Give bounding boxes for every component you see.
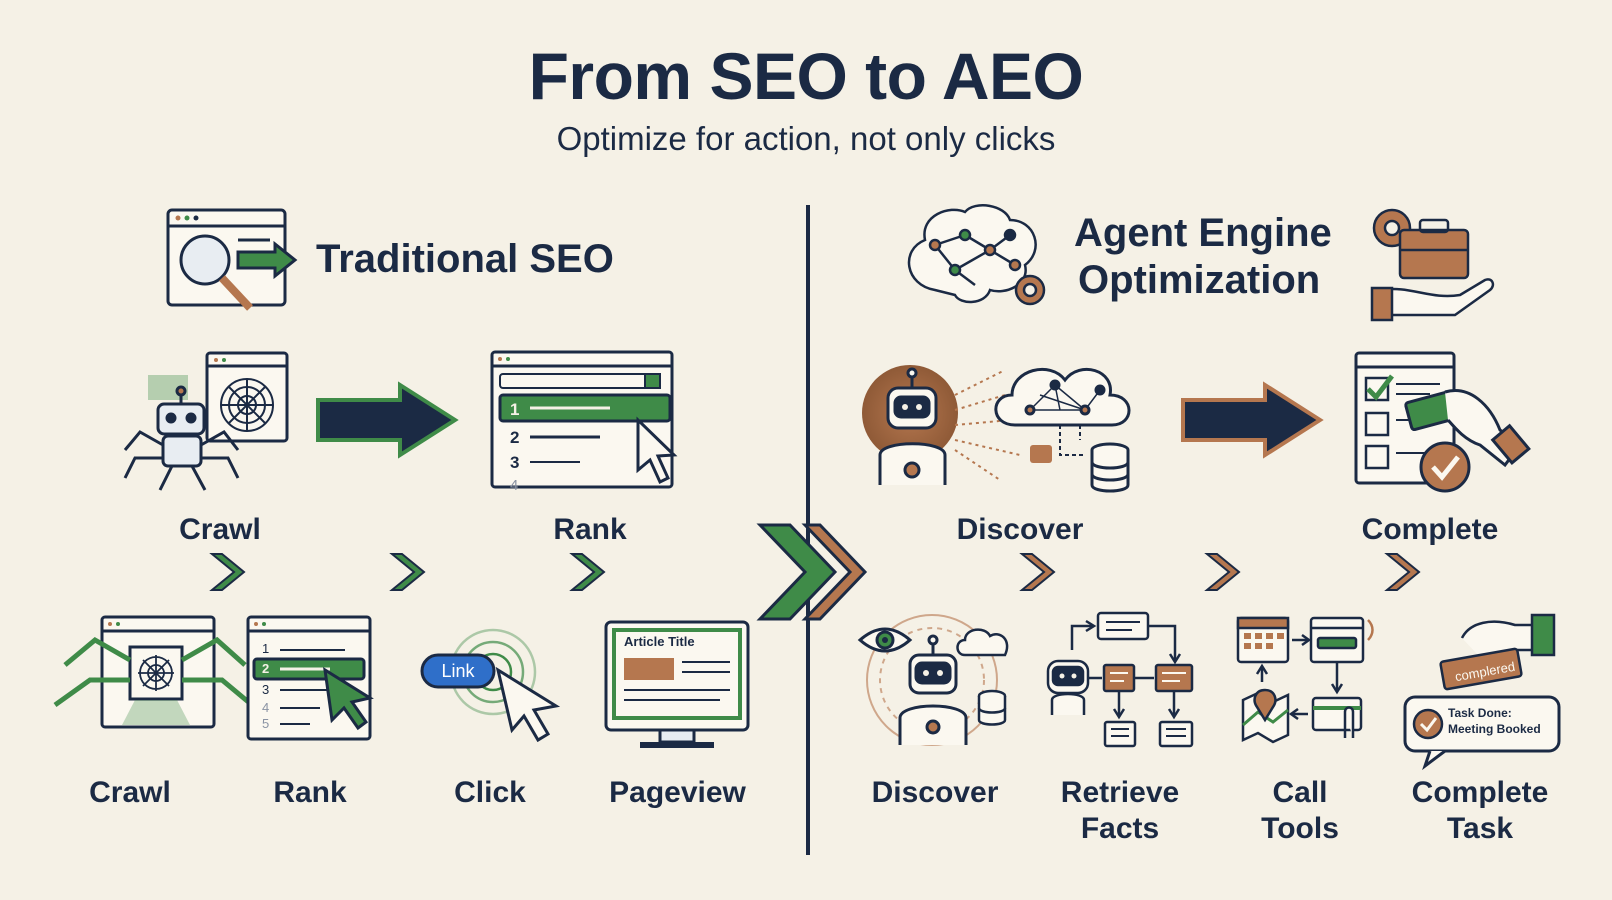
complete-task-hand-icon <box>1403 613 1561 771</box>
small-rank-number-1: 1 <box>262 641 270 656</box>
seo-bottom-label-crawl: Crawl <box>89 776 171 809</box>
link-badge: Link <box>441 661 475 681</box>
click-link-cursor-icon <box>420 628 561 743</box>
aeo-timeline-chevrons <box>1019 553 1421 591</box>
pageview-monitor-icon <box>604 620 750 748</box>
brain-network-icon <box>907 204 1046 306</box>
crawl-spider-bot-icon <box>123 351 289 491</box>
rank-list-browser-icon <box>246 615 374 741</box>
small-rank-number-4: 4 <box>262 700 270 715</box>
aeo-heading-line2: Optimization <box>1078 258 1321 302</box>
small-rank-number-5: 5 <box>262 716 270 731</box>
rank-number-1: 1 <box>510 400 520 419</box>
robot-agent-cloud-icon <box>862 365 1131 493</box>
task-done-line2: Meeting Booked <box>1448 722 1541 736</box>
aeo-bottom-label-discover: Discover <box>871 776 999 809</box>
seo-bottom-label-pageview: Pageview <box>609 776 746 809</box>
aeo-top-label-complete: Complete <box>1361 513 1499 546</box>
rank-number-3: 3 <box>510 453 520 472</box>
call-tools-icon <box>1236 616 1374 744</box>
rank-number-4: 4 <box>510 477 519 494</box>
seo-timeline-chevrons <box>209 553 606 591</box>
gear-briefcase-hand-icon <box>1370 208 1495 322</box>
seo-bottom-label-rank: Rank <box>273 776 347 809</box>
seo-top-label-crawl: Crawl <box>179 513 261 546</box>
center-chevron-icon <box>756 523 868 621</box>
seo-top-arrow-icon <box>316 381 459 459</box>
aeo-top-arrow-icon <box>1181 381 1324 459</box>
aeo-top-label-discover: Discover <box>956 513 1084 546</box>
checklist-complete-icon <box>1354 351 1531 493</box>
rank-results-browser-icon <box>490 350 678 489</box>
seo-top-label-rank: Rank <box>553 513 627 546</box>
aeo-bottom-label-call-tools: Call Tools <box>1261 776 1339 845</box>
rank-number-2: 2 <box>510 428 520 447</box>
discover-eye-robot-icon <box>857 614 1009 746</box>
crawl-spider-web-icon <box>53 615 254 729</box>
article-title-text: Article Title <box>624 634 695 649</box>
retrieve-facts-flow-icon <box>1046 611 1194 748</box>
aeo-bottom-label-complete-task: Complete Task <box>1411 776 1549 845</box>
page-title: From SEO to AEO <box>528 39 1084 113</box>
page-subtitle: Optimize for action, not only clicks <box>556 120 1056 157</box>
seo-search-browser-icon <box>166 208 298 311</box>
seo-bottom-label-click: Click <box>454 776 526 809</box>
task-done-line1: Task Done: <box>1448 706 1512 720</box>
small-rank-number-3: 3 <box>262 682 270 697</box>
seo-heading: Traditional SEO <box>316 237 614 281</box>
small-rank-number-2: 2 <box>262 661 270 676</box>
aeo-heading-line1: Agent Engine <box>1074 211 1332 255</box>
aeo-bottom-label-retrieve-facts: Retrieve Facts <box>1060 776 1180 845</box>
